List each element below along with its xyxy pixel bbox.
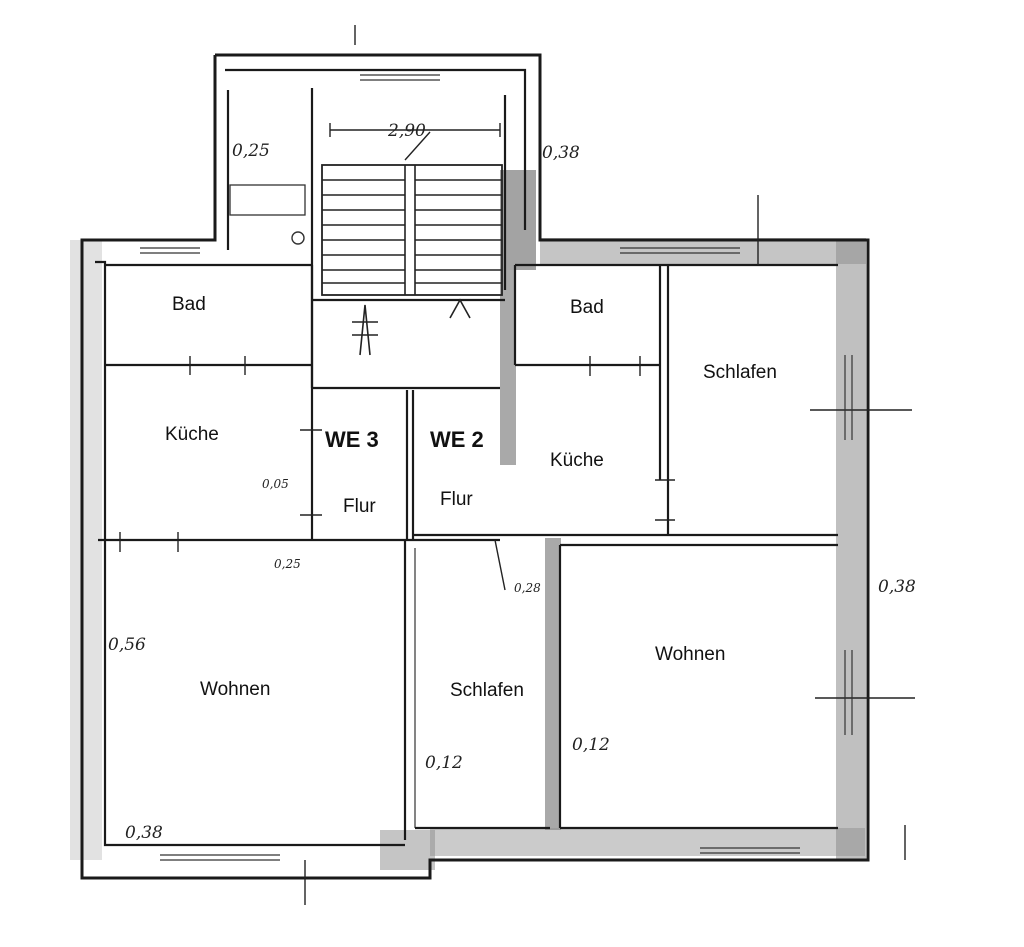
dim-005: 0,05 (262, 477, 289, 491)
service-room-fixtures (229, 184, 306, 245)
room-label-bad-left: Bad (172, 294, 206, 315)
dim-stair-width: 2,90 (387, 121, 426, 141)
dim-038-right: 0,38 (878, 577, 916, 597)
dim-056: 0,56 (108, 635, 146, 655)
opening-ticks (119, 25, 915, 905)
unit-label-we2: WE 2 (430, 427, 484, 452)
outer-walls (80, 53, 870, 880)
room-label-flur-we2: Flur (440, 489, 473, 510)
dim-038-top: 0,38 (542, 143, 580, 163)
dim-012-mid: 0,12 (425, 753, 463, 773)
interior-walls (98, 88, 838, 840)
room-label-wohnen-left: Wohnen (200, 679, 270, 700)
dim-025-top: 0,25 (232, 141, 270, 161)
room-label-schlafen-right: Schlafen (703, 362, 777, 383)
room-label-bad-right: Bad (570, 297, 604, 318)
hatched-walls (70, 170, 866, 870)
room-label-schlafen-middle: Schlafen (450, 680, 524, 701)
dim-038-bottom: 0,38 (125, 823, 163, 843)
room-label-wohnen-right: Wohnen (655, 644, 725, 665)
room-label-kueche-left: Küche (165, 424, 219, 445)
room-label-kueche-right: Küche (550, 450, 604, 471)
dim-028: 0,28 (514, 581, 541, 595)
dim-025-lower: 0,25 (274, 557, 301, 571)
dim-012-right: 0,12 (572, 735, 610, 755)
staircase (321, 123, 503, 356)
windows (140, 74, 853, 861)
room-label-flur-we3: Flur (343, 496, 376, 517)
unit-label-we3: WE 3 (325, 427, 379, 452)
